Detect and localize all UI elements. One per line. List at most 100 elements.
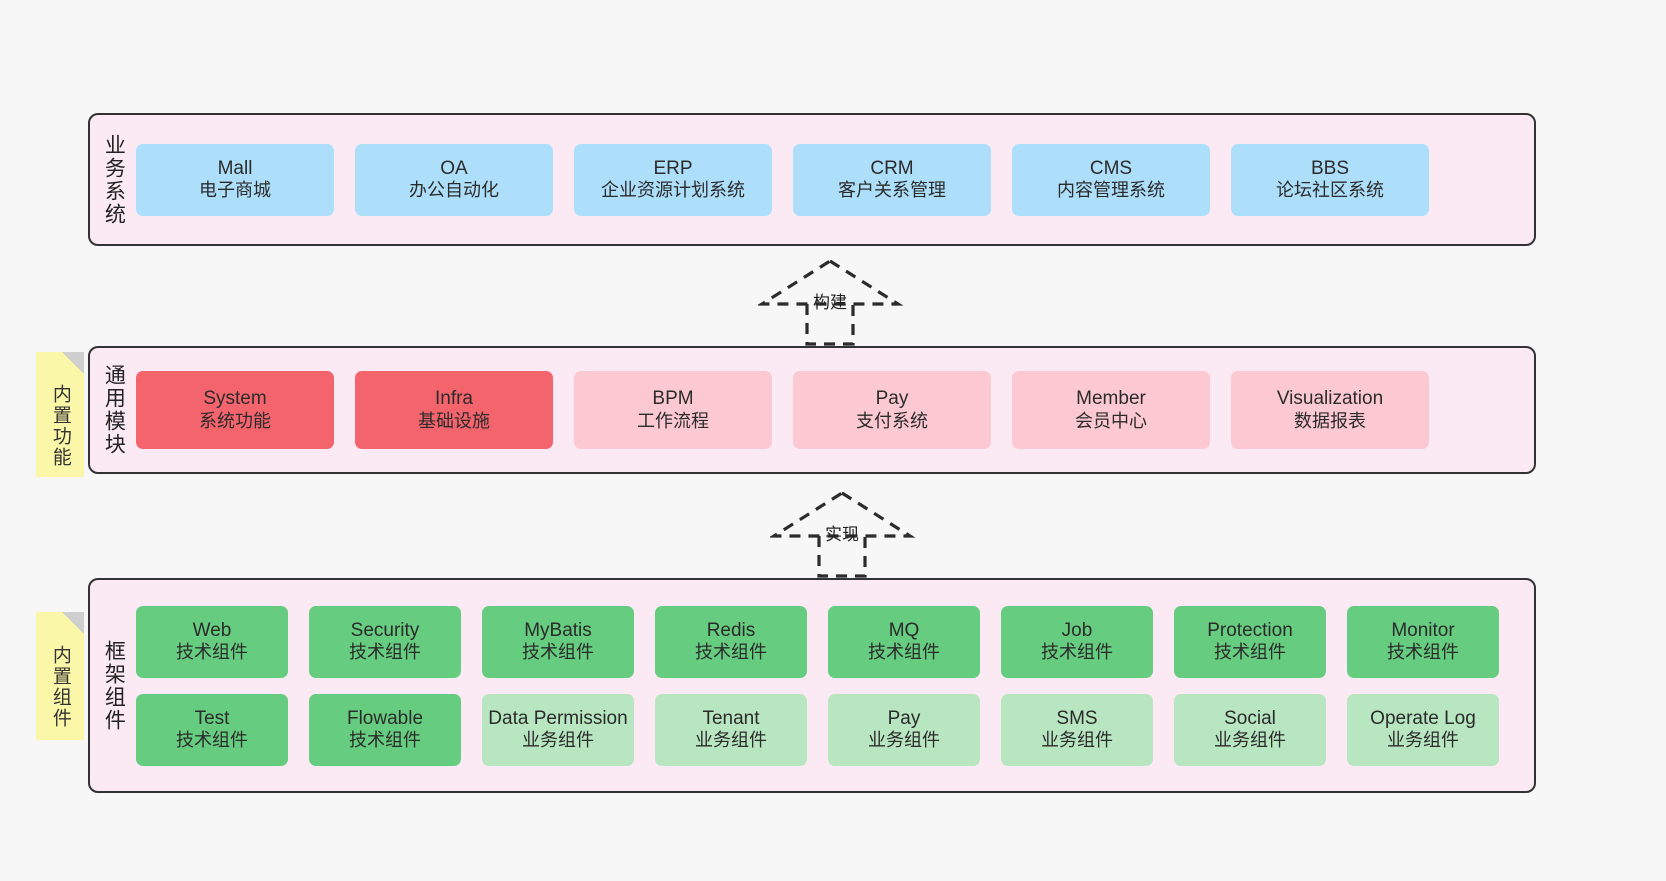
node-infra-cn: 基础设施 [418, 410, 490, 431]
node-tenant[interactable]: Tenant 业务组件 [655, 693, 807, 766]
node-flowable-en: Flowable [346, 707, 424, 729]
node-web[interactable]: Web 技术组件 [136, 605, 288, 678]
node-infra[interactable]: Infra 基础设施 [355, 371, 553, 449]
node-bbs-cn: 论坛社区系统 [1276, 180, 1384, 201]
node-social[interactable]: Social 业务组件 [1174, 693, 1326, 766]
connector-implement-label: 实现 [825, 525, 859, 544]
node-crm-en: CRM [870, 157, 914, 179]
layer-title-business-system: 业务系统 [102, 133, 126, 226]
node-bpm-en: BPM [652, 388, 694, 410]
node-bpm[interactable]: BPM 工作流程 [574, 371, 772, 449]
framework-row-2: Test 技术组件 Flowable 技术组件 Data Permission … [136, 693, 1520, 766]
layer-title-framework-component: 框架组件 [102, 639, 126, 732]
layer-business-system: 业务系统 Mall 电子商城 OA 办公自动化 ERP 企业资源计划系统 CRM… [88, 113, 1536, 246]
node-security-cn: 技术组件 [349, 642, 421, 663]
node-visualization-cn: 数据报表 [1294, 410, 1366, 431]
node-data-permission-cn: 业务组件 [522, 730, 594, 751]
node-visualization[interactable]: Visualization 数据报表 [1231, 371, 1429, 449]
node-mybatis[interactable]: MyBatis 技术组件 [482, 605, 634, 678]
node-pay-component[interactable]: Pay 业务组件 [828, 693, 980, 766]
node-sms-en: SMS [1056, 707, 1098, 729]
node-redis[interactable]: Redis 技术组件 [655, 605, 807, 678]
node-mybatis-en: MyBatis [524, 619, 592, 641]
node-pay-component-en: Pay [887, 707, 921, 729]
node-oa[interactable]: OA 办公自动化 [355, 143, 553, 216]
node-erp-cn: 企业资源计划系统 [601, 180, 745, 201]
layer-body-business-system: Mall 电子商城 OA 办公自动化 ERP 企业资源计划系统 CRM 客户关系… [136, 115, 1534, 244]
node-mq-cn: 技术组件 [868, 642, 940, 663]
common-module-row: System 系统功能 Infra 基础设施 BPM 工作流程 Pay 支付系统… [136, 371, 1520, 449]
connector-build-label: 构建 [813, 293, 847, 312]
framework-row-1: Web 技术组件 Security 技术组件 MyBatis 技术组件 Redi… [136, 605, 1520, 678]
node-sms-cn: 业务组件 [1041, 730, 1113, 751]
node-web-en: Web [192, 619, 232, 641]
node-visualization-en: Visualization [1276, 388, 1384, 410]
node-bbs[interactable]: BBS 论坛社区系统 [1231, 143, 1429, 216]
node-pay[interactable]: Pay 支付系统 [793, 371, 991, 449]
note-builtin-function: 内置功能 [36, 352, 84, 477]
node-crm-cn: 客户关系管理 [838, 180, 946, 201]
node-mq[interactable]: MQ 技术组件 [828, 605, 980, 678]
node-pay-en: Pay [875, 388, 909, 410]
node-mall-cn: 电子商城 [199, 180, 271, 201]
note-builtin-component-label: 内置组件 [49, 645, 71, 729]
node-operate-log-en: Operate Log [1370, 707, 1476, 729]
node-social-en: Social [1224, 707, 1276, 729]
node-job[interactable]: Job 技术组件 [1001, 605, 1153, 678]
node-mall-en: Mall [217, 157, 253, 179]
layer-common-module: 通用模块 System 系统功能 Infra 基础设施 BPM 工作流程 Pay… [88, 346, 1536, 474]
node-bbs-en: BBS [1310, 157, 1350, 179]
node-member[interactable]: Member 会员中心 [1012, 371, 1210, 449]
node-cms-cn: 内容管理系统 [1057, 180, 1165, 201]
layer-body-framework-component: Web 技术组件 Security 技术组件 MyBatis 技术组件 Redi… [136, 580, 1534, 791]
note-builtin-function-label: 内置功能 [49, 383, 71, 468]
node-security[interactable]: Security 技术组件 [309, 605, 461, 678]
node-pay-component-cn: 业务组件 [868, 730, 940, 751]
connector-implement-arrow [768, 491, 916, 578]
node-mall[interactable]: Mall 电子商城 [136, 143, 334, 216]
node-job-en: Job [1061, 619, 1093, 641]
connector-implement: 实现 [768, 490, 920, 580]
node-oa-en: OA [440, 157, 468, 179]
node-flowable-cn: 技术组件 [349, 730, 421, 751]
node-data-permission[interactable]: Data Permission 业务组件 [482, 693, 634, 766]
layer-framework-component: 框架组件 Web 技术组件 Security 技术组件 MyBatis 技术组件… [88, 578, 1536, 793]
node-bpm-cn: 工作流程 [637, 410, 709, 431]
node-operate-log[interactable]: Operate Log 业务组件 [1347, 693, 1499, 766]
node-flowable[interactable]: Flowable 技术组件 [309, 693, 461, 766]
layer-title-common-module: 通用模块 [102, 364, 126, 456]
node-system[interactable]: System 系统功能 [136, 371, 334, 449]
node-test-en: Test [194, 707, 230, 729]
node-system-cn: 系统功能 [199, 410, 271, 431]
node-erp-en: ERP [653, 157, 693, 179]
connector-build: 构建 [756, 258, 908, 348]
connector-build-arrow [756, 259, 904, 346]
node-erp[interactable]: ERP 企业资源计划系统 [574, 143, 772, 216]
node-redis-en: Redis [706, 619, 756, 641]
node-member-en: Member [1076, 388, 1146, 410]
node-tenant-en: Tenant [702, 707, 760, 729]
node-sms[interactable]: SMS 业务组件 [1001, 693, 1153, 766]
node-web-cn: 技术组件 [176, 642, 248, 663]
node-test[interactable]: Test 技术组件 [136, 693, 288, 766]
node-protection[interactable]: Protection 技术组件 [1174, 605, 1326, 678]
node-infra-en: Infra [434, 388, 474, 410]
node-monitor-cn: 技术组件 [1387, 642, 1459, 663]
node-crm[interactable]: CRM 客户关系管理 [793, 143, 991, 216]
note-fold-icon [62, 352, 84, 374]
node-system-en: System [203, 388, 267, 410]
node-protection-en: Protection [1207, 619, 1293, 641]
business-system-row: Mall 电子商城 OA 办公自动化 ERP 企业资源计划系统 CRM 客户关系… [136, 143, 1520, 216]
node-cms-en: CMS [1089, 157, 1133, 179]
node-job-cn: 技术组件 [1041, 642, 1113, 663]
node-mq-en: MQ [888, 619, 920, 641]
node-redis-cn: 技术组件 [695, 642, 767, 663]
node-oa-cn: 办公自动化 [409, 180, 499, 201]
node-social-cn: 业务组件 [1214, 730, 1286, 751]
layer-body-common-module: System 系统功能 Infra 基础设施 BPM 工作流程 Pay 支付系统… [136, 348, 1534, 472]
node-security-en: Security [350, 619, 420, 641]
node-data-permission-en: Data Permission [488, 707, 628, 729]
node-monitor[interactable]: Monitor 技术组件 [1347, 605, 1499, 678]
node-cms[interactable]: CMS 内容管理系统 [1012, 143, 1210, 216]
